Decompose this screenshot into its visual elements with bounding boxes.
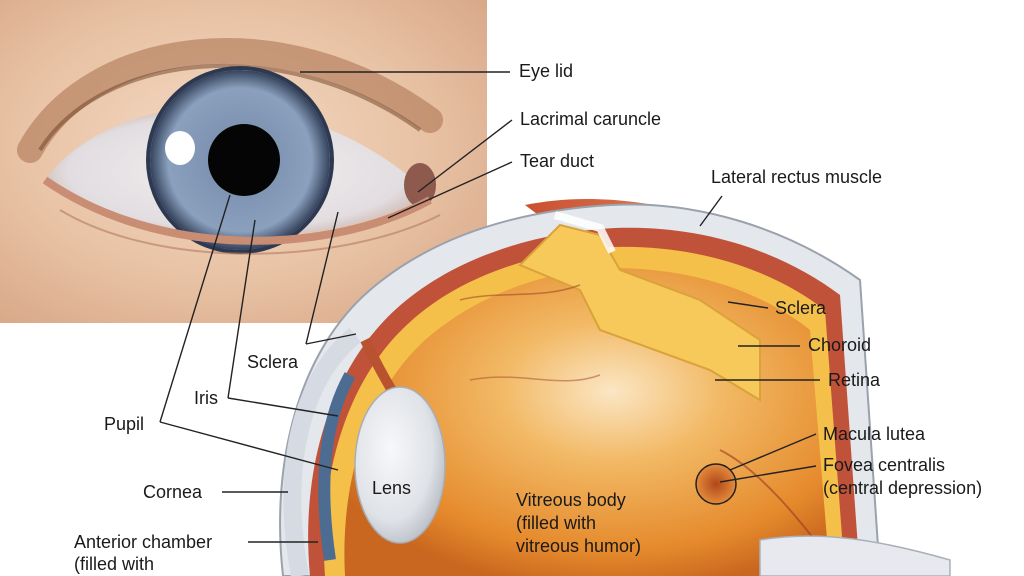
label-sclera-left: Sclera	[247, 352, 299, 372]
label-eye-lid: Eye lid	[519, 61, 574, 81]
label-anterior-chamber: Anterior chamber	[74, 532, 213, 552]
label-lacrimal-caruncle: Lacrimal caruncle	[520, 109, 662, 129]
label-iris: Iris	[194, 388, 218, 408]
eye-cross-section	[279, 203, 951, 576]
leader-lines	[159, 71, 820, 543]
label-lateral-rectus-muscle: Lateral rectus muscle	[711, 167, 883, 187]
label-sclera-right: Sclera	[775, 298, 827, 318]
label-fovea-central-depression: (central depression)	[823, 478, 983, 498]
label-cornea: Cornea	[143, 482, 203, 502]
eye-photo	[0, 0, 487, 323]
label-anterior-filled: (filled with	[74, 554, 155, 574]
label-lens: Lens	[372, 478, 412, 498]
label-macula-lutea: Macula lutea	[823, 424, 926, 444]
label-fovea-centralis: Fovea centralis	[823, 455, 946, 475]
label-vitreous-filled: (filled with	[516, 513, 597, 533]
label-pupil: Pupil	[104, 414, 145, 434]
label-choroid: Choroid	[808, 335, 872, 355]
label-vitreous-humor: vitreous humor)	[516, 536, 642, 556]
label-retina: Retina	[828, 370, 881, 390]
label-tear-duct: Tear duct	[520, 151, 595, 171]
label-vitreous-body: Vitreous body	[516, 490, 626, 510]
